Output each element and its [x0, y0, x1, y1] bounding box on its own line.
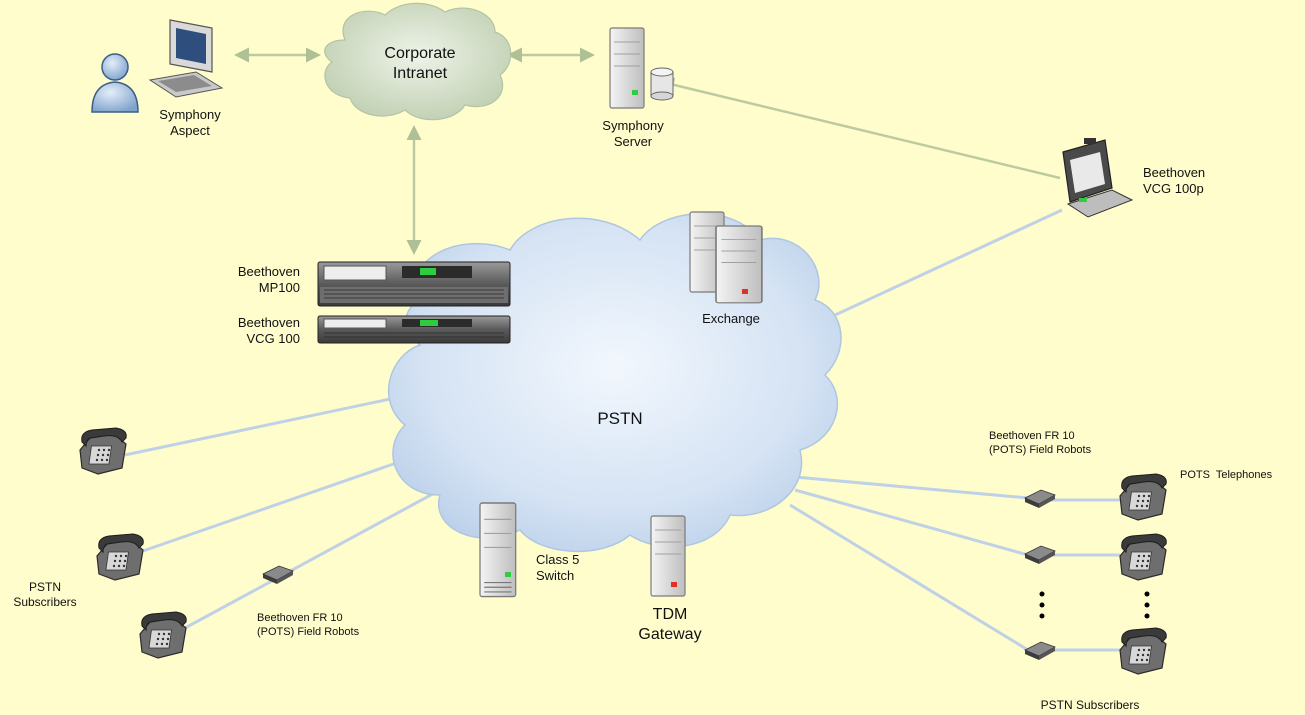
telephone-icon [139, 611, 187, 659]
vcg100p-label: Beethoven VCG 100p [1143, 165, 1205, 198]
symphony-aspect-line1: Symphony [159, 107, 221, 122]
field-robot-icon [1024, 489, 1056, 509]
vcg100-line2: VCG 100 [246, 331, 300, 347]
workstation-icon [148, 19, 224, 98]
vcg100p-line1: Beethoven [1143, 165, 1206, 180]
arrows [234, 47, 1061, 255]
symphony-server-line1: Symphony [602, 118, 664, 133]
laptop-icon [1062, 138, 1134, 218]
intranet-label-line2: Intranet [392, 65, 448, 82]
class5-line1: Class 5 [536, 552, 580, 567]
field-robots-left-line2: (POTS) Field Robots [257, 625, 360, 638]
field-robots-left-label: Beethoven FR 10 (POTS) Field Robots [257, 612, 359, 640]
pstn-label: PSTN [597, 409, 643, 428]
tdm-gateway-label: TDM Gateway [620, 605, 720, 645]
tdm-line1: TDM [652, 606, 688, 623]
rack-unit-mp100 [317, 261, 511, 307]
symphony-server-label: Symphony Server [583, 118, 683, 151]
pstn-subscribers-left-line1: PSTN [28, 580, 61, 594]
exchange-label: Exchange [702, 311, 760, 326]
telephone-icon [1119, 627, 1167, 675]
telephone-icon [1119, 533, 1167, 581]
mp100-line2: MP100 [258, 280, 300, 296]
field-robot-icon [262, 565, 294, 585]
pstn-subscribers-bottom-label: PSTN Subscribers [1040, 698, 1140, 712]
rack-unit-vcg100 [317, 315, 511, 344]
class5-label: Class 5 Switch [536, 552, 579, 585]
field-robots-right-line2: (POTS) Field Robots [989, 443, 1092, 456]
field-robots-left-line1: Beethoven FR 10 [257, 612, 343, 624]
ellipsis-icon [1144, 591, 1150, 619]
class5-switch-icon [479, 502, 517, 598]
server-icon [609, 27, 645, 109]
symphony-server-line2: Server [613, 134, 653, 150]
mp100-label: Beethoven MP100 [200, 264, 300, 297]
intranet-label-line1: Corporate [384, 45, 456, 62]
exchange-server-icon [689, 211, 763, 304]
database-icon [650, 67, 674, 101]
field-robot-icon [1024, 545, 1056, 565]
symphony-aspect-label: Symphony Aspect [140, 107, 240, 140]
pots-telephones-label: POTS Telephones [1180, 469, 1273, 481]
field-robot-icon [1024, 641, 1056, 661]
vcg100-label: Beethoven VCG 100 [200, 315, 300, 348]
class5-line2: Switch [536, 568, 575, 584]
user-icon [91, 53, 139, 113]
telephone-icon [1119, 473, 1167, 521]
pstn-subscribers-left-label: PSTN Subscribers [5, 580, 85, 610]
field-robots-right-line1: Beethoven FR 10 [989, 430, 1075, 442]
telephone-icon [79, 427, 127, 475]
pstn-subscribers-left-line2: Subscribers [13, 595, 77, 609]
vcg100p-line2: VCG 100p [1143, 181, 1204, 197]
field-robots-right-label: Beethoven FR 10 (POTS) Field Robots [989, 430, 1091, 458]
symphony-aspect-line2: Aspect [170, 123, 210, 139]
ellipsis-icon [1039, 591, 1045, 619]
mp100-line1: Beethoven [237, 264, 300, 279]
vcg100-line1: Beethoven [237, 315, 300, 330]
tdm-gateway-icon [650, 515, 686, 597]
intranet-label: Corporate Intranet [350, 44, 490, 84]
connection-lines [124, 208, 1120, 652]
intranet-cloud [324, 2, 512, 121]
tdm-line2: Gateway [638, 626, 702, 643]
telephone-icon [96, 533, 144, 581]
